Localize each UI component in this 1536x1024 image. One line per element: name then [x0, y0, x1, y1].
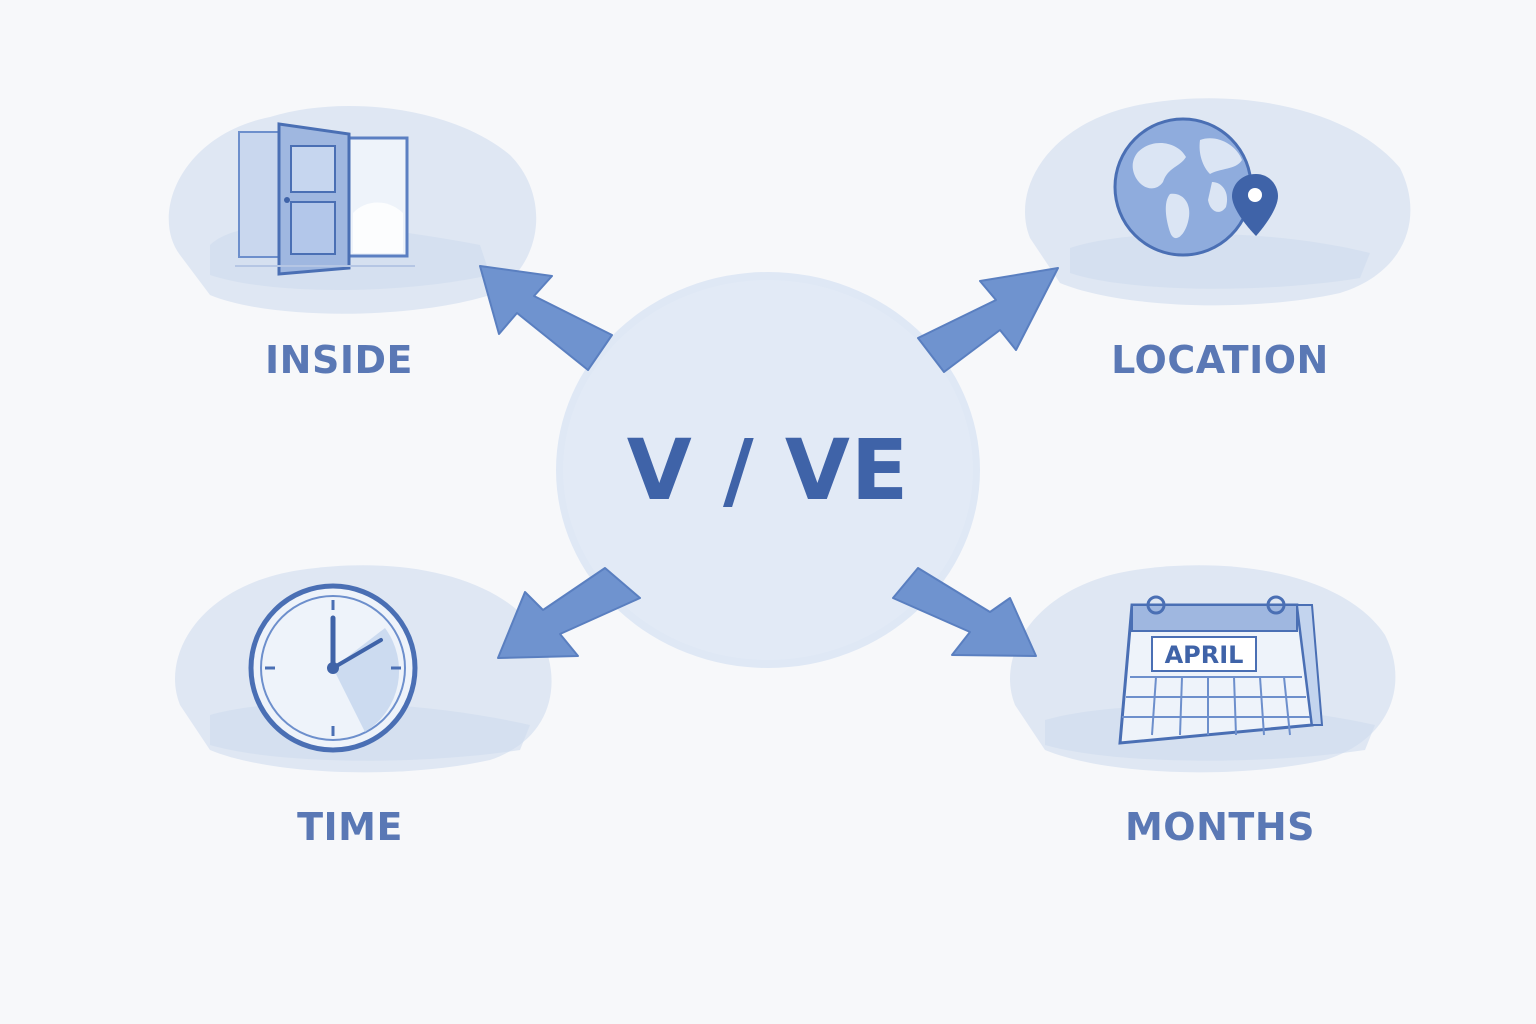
node-label-location: LOCATION: [1111, 338, 1329, 382]
clock-icon: [248, 583, 418, 753]
center-title: V / VE: [626, 421, 910, 519]
calendar-icon: APRIL: [1118, 595, 1324, 745]
arrow-to-time: [497, 567, 641, 659]
arrow-to-location: [917, 267, 1059, 373]
node-label-months: MONTHS: [1124, 805, 1315, 849]
calendar-month: APRIL: [1165, 641, 1244, 669]
open-door-icon: [235, 122, 415, 276]
arrow-to-months: [892, 567, 1037, 657]
globe-with-pin-icon: [1113, 117, 1278, 257]
node-label-inside: INSIDE: [265, 338, 413, 382]
arrow-to-inside: [479, 265, 613, 371]
center-circle: [556, 272, 980, 668]
node-label-time: TIME: [297, 805, 403, 849]
